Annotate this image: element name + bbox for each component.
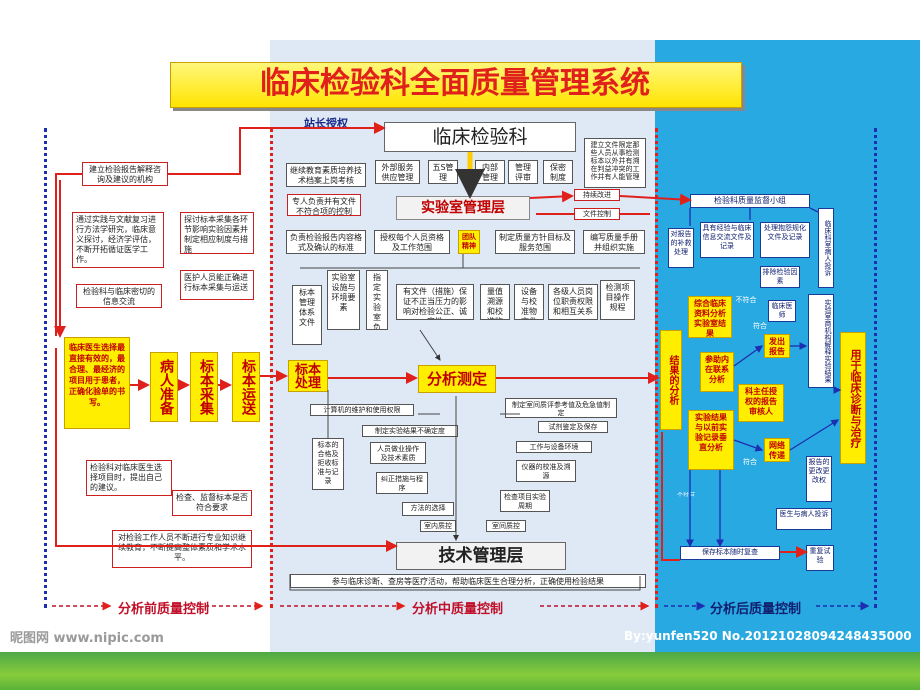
lab-mgmt-box: 实验室管理层 [396,196,530,220]
not-ok-label-2: 不符合 [676,492,695,498]
sop-item-integrity: 有文件（措施）保证不正当压力的影响对检验公正、诚实性 [396,284,474,320]
sop-item-procedures: 检测项目操作规程 [600,280,635,320]
staff-skill-box: 人员做业操作及技术素质 [370,442,426,464]
sop-item-facility: 实验室设施与环境要素 [327,270,360,330]
team-spirit-box: 团队精神 [458,230,480,254]
sop-item-lab-head: 指定实验室负责人 [366,270,388,330]
reject-criteria-box: 标本的合格及拒收标准与记录 [312,438,344,490]
phase-post-label: 分析后质量控制 [710,602,802,617]
divider-mid-post [655,128,658,608]
watermark-right: By:yunfen520 No.20121028094248435000 [624,629,912,643]
report-change-box: 报告的更改更改权 [806,456,832,502]
uncertainty-box: 制定实验结果不确定度 [362,425,458,437]
lab-consult-box: 实验室商机构解释实验结果 [808,294,834,388]
environment-box: 工作与设备环境 [516,441,592,453]
lab-side-box: 专人负责并有文件不符合项的控制 [287,194,361,216]
quality-manual-box: 编写质量手册并组织实施 [583,230,645,254]
qc-group-box: 检验科质量监督小组 [690,194,810,208]
divider-left [44,128,47,608]
clinical-participation-band: 参与临床诊断、查房等医疗活动，帮助临床医生合理分析，正确使用检验结果 [290,574,646,588]
sampling-factors-box: 探讨标本采集各环节影响实验因素并制定相应制度与措施 [180,212,254,254]
continuous-improve-box: 持续改进 [574,189,620,201]
internal-mgmt-box: 内部管理 [475,160,505,184]
sop-item-duties: 各级人员岗位职责权限和相互关系 [548,284,598,320]
doctor-selection-box: 临床医生选择最直接有效的，最合理、最经济的项目用于患者，正确化验单的书写。 [64,337,130,429]
reagent-box: 试剂鉴定及保存 [538,421,608,433]
education-box: 对检验工作人员不断进行专业知识继续教育，不断提高整体素质和学术水平。 [112,530,252,568]
retain-specimen-box: 保存标本随时复查 [680,546,780,560]
ward-complaint-box: 临床科室病人投诉 [818,208,834,288]
doc-control-box: 文件控制 [574,208,620,220]
watermark-left: 昵图网 www.nipic.com [10,631,164,646]
page-title: 临床检验科全面质量管理系统 [260,66,650,101]
specimen-processing-box: 标本处理 [288,360,328,392]
five-s-box: 五S管理 [428,160,458,184]
eqa-box: 室间质控 [486,520,526,532]
clinical-info-box: 具有经验与临床信息交流文件及记录 [700,222,754,258]
final-use-box: 用于临床诊断与治疗 [840,332,866,464]
supplier-box: 外部服务供应管理 [375,160,420,184]
footer-strip [0,652,920,690]
not-ok-label: 不符合 [735,296,757,304]
lab-suggestion-box: 检验科对临床医生选择项目时，提出自己的建议。 [86,460,172,496]
tech-mgmt-box: 技术管理层 [396,542,566,570]
quality-policy-box: 制定质量方针目标及服务范围 [495,230,575,254]
info-exchange-box: 检验科与临床密切的信息交流 [76,284,162,308]
secrecy-box: 保密制度 [543,160,573,184]
eqa-reference-box: 制定室间质评参考值及危急值制定 [505,398,617,418]
sample-transport-step: 标本运送 [232,352,260,422]
result-analysis-box: 结果的分析 [660,330,682,430]
analysis-box: 分析测定 [418,365,496,393]
dept-box: 临床检验科 [384,122,576,152]
patient-prep-step: 病人准备 [150,352,178,422]
training-box: 继续教育素质培养技术档案上岗考核 [286,163,366,187]
calibration-box: 仪器的校准及溯源 [516,460,576,482]
review-box: 管理评审 [508,160,538,184]
method-research-box: 通过实践与文献复习进行方法学研究，临床意义探讨，经济学评估，不断开拓循证医学工作… [72,212,164,268]
patient-complaint-box: 医生与病人投诉 [776,508,832,530]
internal-qc-box: 室内质控 [420,520,456,532]
staff-auth-box: 授权每个人员资格及工作范围 [374,230,450,254]
phase-pre-label: 分析前质量控制 [118,602,210,617]
report-std-box: 负责检验报告内容格式及确认的标准 [286,230,366,254]
complaint-rules-box: 处理抱怨规化文件及记录 [760,222,810,258]
tat-box: 检查项目实验周期 [500,490,550,512]
repeat-test-box: 重复试验 [806,545,834,571]
issue-report-box: 发出报告 [764,334,790,358]
network-transmit-box: 网络传递 [764,438,790,462]
consult-box: 建立检验报告解释咨询及建议的机构 [82,162,168,186]
divider-pre-mid [270,128,273,608]
link-analysis-box: 参助内在联系分析 [700,352,734,392]
sop-item-equipment: 设备与校准物文件 [514,284,544,320]
exclude-factors-box: 排除检验因素 [760,266,800,288]
delegation-note: 建立文件限定那些人员从事检测标本以外并有溯在判益冲突的工作并有人能管理 [584,138,646,188]
staff-sampling-box: 医护人员能正确进行标本采集与运送 [180,270,254,300]
it-maintenance-box: 计算机的维护和使用权限 [310,404,414,416]
prior-compare-box: 实验结果与以前实验记录垂直分析 [688,410,734,470]
phase-in-label: 分析中质量控制 [412,602,504,617]
specimen-check-box: 检查、监督标本是否符合要求 [172,490,252,516]
method-select-box: 方法的选择 [402,502,454,516]
sample-collect-step: 标本采集 [190,352,218,422]
sop-item-specimen-docs: 标本管理体系文件 [292,285,322,345]
divider-right [874,128,877,608]
title-banner [170,62,742,108]
ok-label: 符合 [753,322,767,330]
remedy-box: 对报告的补救处理 [668,228,694,268]
authorization-label: 站长授权 [304,117,348,130]
report-reviewer-box: 科主任授权的报告审核人 [738,384,784,422]
ok-label-2: 符合 [743,458,757,466]
sop-item-traceability: 量值溯源和校准物文件 [480,284,510,320]
corrective-box: 纠正措施与程序 [376,472,428,494]
clinician-box: 临床医师 [768,300,796,322]
clinical-synthesis-box: 综合临床资料分析实验室结果 [688,296,732,338]
